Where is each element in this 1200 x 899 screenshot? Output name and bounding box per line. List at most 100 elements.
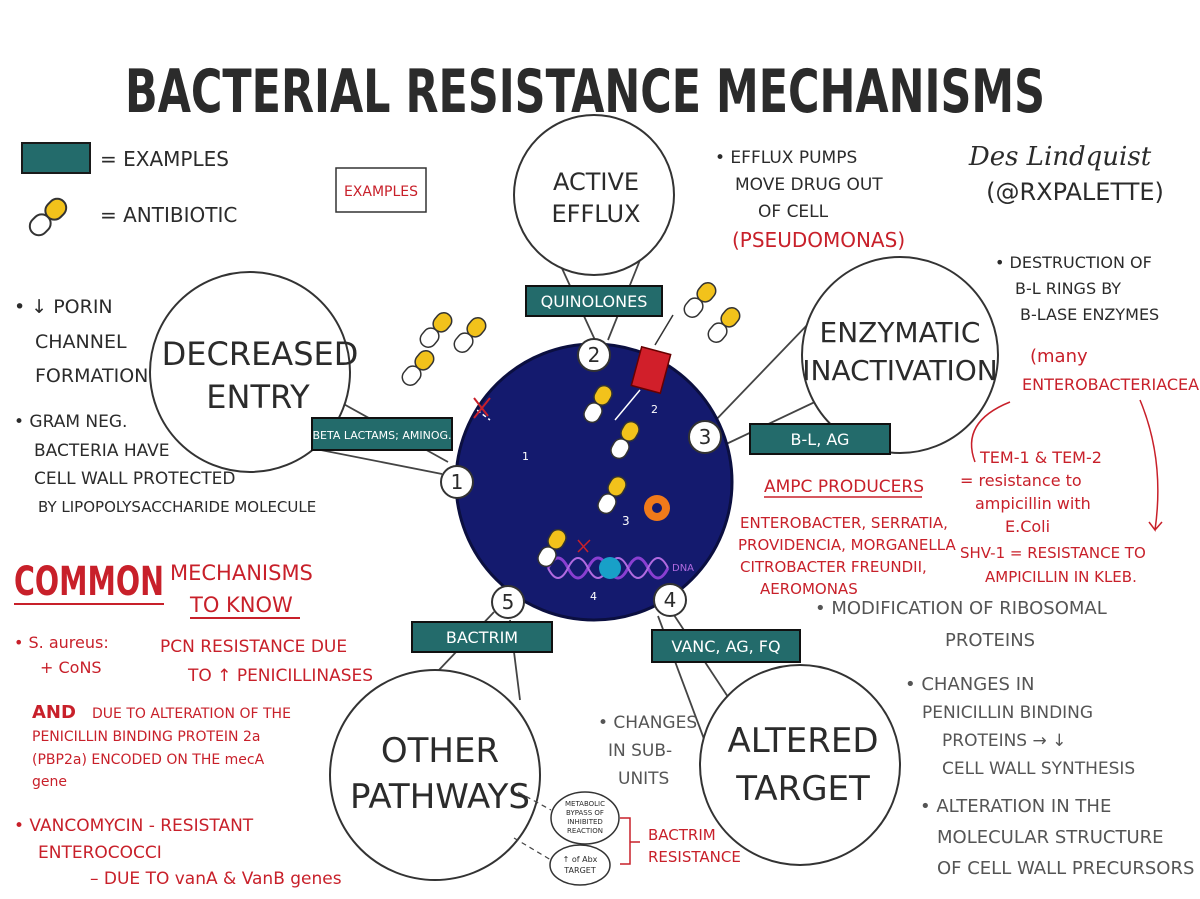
target-title-1: ALTERED	[727, 721, 878, 761]
efflux-arrow-icon	[614, 389, 641, 421]
example-entry-text: BETA LACTAMS; AMINOG.	[312, 429, 451, 442]
legend-examples-text: = EXAMPLES	[100, 147, 229, 171]
entry-title-2: ENTRY	[206, 378, 310, 416]
saureus-label-1: • S. aureus:	[14, 633, 109, 652]
target-note-2b: PENICILLIN BINDING	[922, 703, 1093, 723]
ampc-line-4: AEROMONAS	[760, 580, 858, 598]
tem-note-1: TEM-1 & TEM-2	[979, 448, 1102, 467]
vre-2: ENTEROCOCCI	[38, 843, 162, 863]
entry-path-icon	[454, 392, 491, 421]
and-text-2: PENICILLIN BINDING PROTEIN 2a	[32, 729, 260, 745]
badge-1-text: 1	[451, 470, 464, 494]
target-note-3b: MOLECULAR STRUCTURE	[937, 827, 1164, 848]
antibiotic-capsule-icon	[683, 282, 717, 318]
and-text-4: gene	[32, 774, 67, 790]
ampc-line-1: ENTEROBACTER, SERRATIA,	[740, 514, 948, 532]
saureus-text-1: PCN RESISTANCE DUE	[160, 637, 347, 657]
efflux-title-2: EFFLUX	[552, 200, 641, 228]
target-note-1a: • MODIFICATION OF RIBOSOMAL	[815, 598, 1107, 619]
legend-capsule-icon	[28, 197, 68, 237]
metabolic-note-4: REACTION	[567, 827, 603, 835]
many-note-1: (many	[1030, 346, 1088, 367]
antibiotic-capsule-icon	[707, 307, 741, 343]
bacterial-cell	[454, 342, 734, 622]
efflux-note-3: OF CELL	[758, 202, 829, 222]
target-circle	[699, 664, 901, 866]
shv-note-1: SHV-1 = RESISTANCE TO	[960, 544, 1146, 562]
badge-1	[440, 465, 474, 499]
example-box-efflux	[525, 285, 663, 317]
target-note-3c: OF CELL WALL PRECURSORS	[937, 858, 1194, 879]
metabolic-bypass-bubble	[550, 791, 620, 845]
tem-note-4: E.Coli	[1005, 517, 1050, 536]
metabolic-note-1: METABOLIC	[565, 800, 605, 808]
porin-note-3: FORMATION	[35, 365, 148, 387]
tem-note-2: = resistance to	[960, 471, 1082, 490]
ampc-line-3: CITROBACTER FREUNDII,	[740, 558, 927, 576]
blocked-x-dna-icon	[577, 539, 591, 553]
legend-examples-box-text: EXAMPLES	[344, 184, 418, 200]
bactrim-res-note-1: BACTRIM	[648, 826, 716, 844]
subunits-note-3: UNITS	[618, 769, 669, 789]
legend-examples-box	[335, 167, 427, 213]
and-word: AND	[32, 702, 76, 723]
antibiotic-capsules	[401, 282, 741, 568]
metabolic-note-2: BYPASS OF	[566, 809, 604, 817]
badge-4	[653, 583, 687, 617]
efflux-note-2: MOVE DRUG OUT	[735, 175, 883, 195]
shv-note-2: AMPICILLIN IN KLEB.	[985, 568, 1137, 586]
porin-note-1: • ↓ PORIN	[14, 296, 113, 318]
author-handle: (@RXPALETTE)	[986, 178, 1164, 206]
target-note-2d: CELL WALL SYNTHESIS	[942, 759, 1135, 779]
gram-note-2: BACTERIA HAVE	[34, 441, 170, 461]
example-box-target	[651, 629, 801, 663]
porin-note-2: CHANNEL	[35, 331, 127, 353]
enzymatic-title-2: INACTIVATION	[802, 354, 997, 387]
dna-label: DNA	[672, 563, 694, 574]
efflux-circle	[513, 114, 675, 276]
destruction-note-1: • DESTRUCTION OF	[995, 253, 1152, 272]
badge-4-text: 4	[664, 588, 677, 612]
example-enzymatic-text: B-L, AG	[791, 430, 850, 449]
legend-antibiotic-text: = ANTIBIOTIC	[100, 203, 237, 227]
other-circle	[329, 669, 541, 881]
cell-label-1: 1	[522, 450, 529, 463]
cell-label-2: 2	[651, 403, 658, 416]
efflux-out-arrow-icon	[654, 314, 674, 346]
blocked-x-icon	[473, 397, 491, 419]
metabolic-link	[517, 791, 552, 811]
enzymatic-title-1: ENZYMATIC	[820, 316, 981, 349]
antibiotic-capsule-icon	[537, 528, 567, 568]
and-text-1: DUE TO ALTERATION OF THE	[92, 706, 291, 722]
entry-circle	[149, 271, 351, 473]
ribosome-icon	[599, 557, 621, 579]
antibiotic-capsule-icon	[401, 350, 435, 386]
common-heading-red: COMMON	[14, 559, 164, 605]
example-efflux-text: QUINOLONES	[541, 292, 648, 311]
number-badges	[440, 338, 722, 619]
saureus-label-2: + CoNS	[40, 658, 102, 677]
bactrim-res-note-2: RESISTANCE	[648, 848, 741, 866]
target-note-3a: • ALTERATION IN THE	[920, 796, 1111, 817]
entry-title-1: DECREASED	[162, 335, 359, 373]
example-box-enzymatic	[749, 423, 891, 455]
antibiotic-capsule-icon	[453, 317, 487, 353]
efflux-title-1: ACTIVE	[553, 168, 639, 196]
destruction-note-2: B-L RINGS BY	[1015, 279, 1121, 298]
enzyme-active-site-icon	[652, 503, 662, 513]
target-note-2a: • CHANGES IN	[905, 674, 1034, 695]
gram-note-1: • GRAM NEG.	[14, 412, 127, 432]
common-heading-3: TO KNOW	[189, 593, 293, 617]
target-note-1b: PROTEINS	[945, 630, 1035, 651]
saureus-text-2: TO ↑ PENICILLINASES	[187, 666, 373, 686]
badge-5	[491, 585, 525, 619]
gram-note-4: BY LIPOPOLYSACCHARIDE MOLECULE	[38, 498, 316, 516]
common-heading-2: MECHANISMS	[170, 561, 313, 585]
antibiotic-capsule-icon	[597, 475, 627, 515]
target-note-2c: PROTEINS → ↓	[942, 731, 1066, 751]
abx-target-note-1: ↑ of Abx	[563, 855, 598, 864]
badge-3-text: 3	[699, 425, 712, 449]
efflux-note-1: • EFFLUX PUMPS	[715, 148, 857, 168]
tem-note-3: ampicillin with	[975, 494, 1091, 513]
